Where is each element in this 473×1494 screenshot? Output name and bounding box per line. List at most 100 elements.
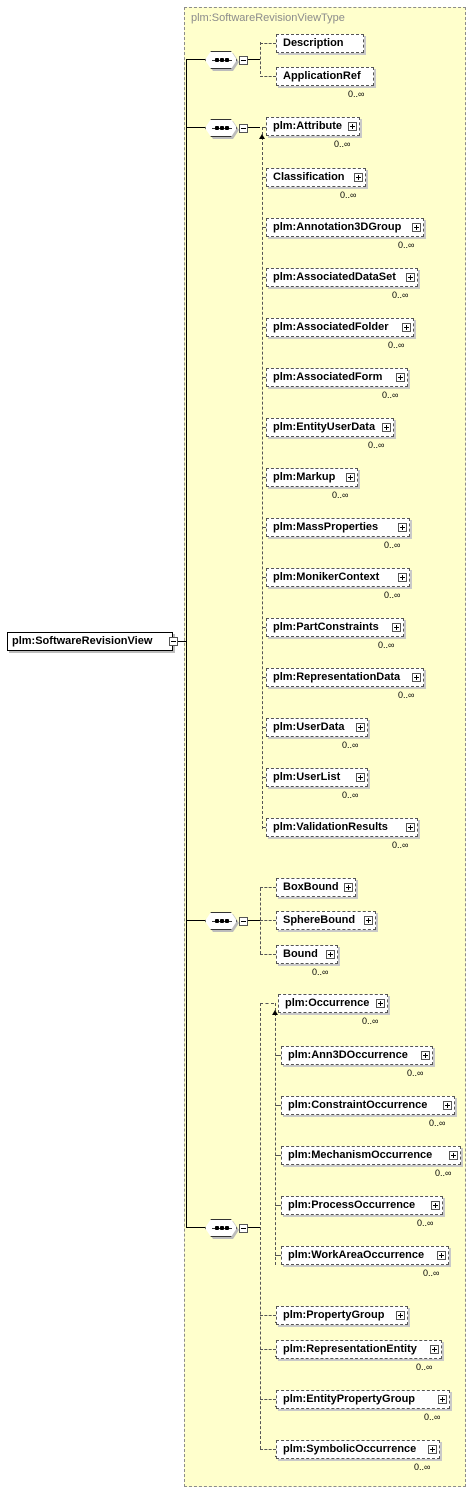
element-g3-2[interactable]: plm:MechanismOccurrence bbox=[281, 1146, 461, 1165]
element-g3-0[interactable]: plm:Ann3DOccurrence bbox=[281, 1046, 433, 1065]
expand-icon[interactable] bbox=[344, 883, 353, 892]
occurrence-label: 0..∞ bbox=[348, 89, 365, 99]
dashed-connector bbox=[260, 1003, 274, 1004]
dashed-connector bbox=[262, 527, 266, 528]
element-label: plm:EntityPropertyGroup bbox=[283, 1393, 416, 1405]
element-g1-13[interactable]: plm:ValidationResults bbox=[266, 818, 418, 837]
element-g3t-1[interactable]: plm:RepresentationEntity bbox=[276, 1340, 442, 1359]
expand-icon[interactable] bbox=[430, 1345, 439, 1354]
sequence-collapse-icon[interactable] bbox=[239, 124, 248, 133]
element-g3t-0[interactable]: plm:PropertyGroup bbox=[276, 1306, 408, 1325]
expand-icon[interactable] bbox=[412, 223, 421, 232]
sequence-collapse-icon[interactable] bbox=[239, 56, 248, 65]
element-g1-8[interactable]: plm:MonikerContext bbox=[266, 568, 410, 587]
expand-icon[interactable] bbox=[412, 673, 421, 682]
sequence-compositor-icon-g2[interactable] bbox=[205, 912, 237, 930]
occurrence-label: 0..∞ bbox=[342, 740, 359, 750]
element-g3-head[interactable]: plm:Occurrence bbox=[278, 994, 388, 1013]
element-g3t-2[interactable]: plm:EntityPropertyGroup bbox=[276, 1390, 450, 1409]
element-g1-6[interactable]: plm:Markup bbox=[266, 468, 358, 487]
element-g3t-3[interactable]: plm:SymbolicOccurrence bbox=[276, 1440, 440, 1459]
element-g1-4[interactable]: plm:AssociatedForm bbox=[266, 368, 408, 387]
expand-icon[interactable] bbox=[392, 623, 401, 632]
dashed-connector bbox=[262, 727, 266, 728]
expand-icon[interactable] bbox=[396, 1311, 405, 1320]
expand-icon[interactable] bbox=[428, 1445, 437, 1454]
occurrence-label: 0..∞ bbox=[435, 1168, 452, 1178]
element-g1-2[interactable]: plm:AssociatedDataSet bbox=[266, 268, 418, 287]
expand-icon[interactable] bbox=[449, 1151, 458, 1160]
element-g1-5[interactable]: plm:EntityUserData bbox=[266, 418, 394, 437]
sequence-compositor-icon-g0[interactable] bbox=[205, 51, 237, 69]
expand-icon[interactable] bbox=[398, 573, 407, 582]
element-label: plm:Markup bbox=[273, 471, 336, 483]
occurrence-label: 0..∞ bbox=[424, 1412, 441, 1422]
occurrence-label: 0..∞ bbox=[429, 1118, 446, 1128]
element-g1-9[interactable]: plm:PartConstraints bbox=[266, 618, 404, 637]
occurrence-label: 0..∞ bbox=[334, 139, 351, 149]
element-g0-0[interactable]: Description bbox=[276, 34, 364, 53]
element-g1-1[interactable]: plm:Annotation3DGroup bbox=[266, 218, 424, 237]
dashed-connector bbox=[262, 777, 266, 778]
element-g2-0[interactable]: BoxBound bbox=[276, 878, 356, 897]
expand-icon[interactable] bbox=[346, 473, 355, 482]
element-label: plm:SymbolicOccurrence bbox=[283, 1443, 417, 1455]
expand-icon[interactable] bbox=[364, 916, 373, 925]
element-label: Description bbox=[283, 37, 344, 49]
element-g1-0[interactable]: Classification bbox=[266, 168, 366, 187]
expand-icon[interactable] bbox=[431, 1201, 440, 1210]
occurrence-label: 0..∞ bbox=[378, 640, 395, 650]
element-g1-7[interactable]: plm:MassProperties bbox=[266, 518, 410, 537]
occurrence-label: 0..∞ bbox=[362, 1016, 379, 1026]
element-g1-10[interactable]: plm:RepresentationData bbox=[266, 668, 424, 687]
element-g3-3[interactable]: plm:ProcessOccurrence bbox=[281, 1196, 443, 1215]
expand-icon[interactable] bbox=[437, 1251, 446, 1260]
expand-icon[interactable] bbox=[396, 373, 405, 382]
expand-icon[interactable] bbox=[438, 1395, 447, 1404]
expand-icon[interactable] bbox=[421, 1051, 430, 1060]
connector-line bbox=[248, 1227, 260, 1228]
dashed-connector bbox=[260, 1349, 276, 1350]
element-g2-2[interactable]: Bound bbox=[276, 945, 338, 964]
element-label: plm:MonikerContext bbox=[273, 571, 380, 583]
expand-icon[interactable] bbox=[326, 950, 335, 959]
expand-icon[interactable] bbox=[406, 273, 415, 282]
expand-icon[interactable] bbox=[398, 523, 407, 532]
expand-icon[interactable] bbox=[356, 773, 365, 782]
root-element[interactable]: plm:SoftwareRevisionView bbox=[7, 632, 173, 651]
expand-icon[interactable] bbox=[348, 122, 357, 131]
element-g1-3[interactable]: plm:AssociatedFolder bbox=[266, 318, 414, 337]
element-g3-4[interactable]: plm:WorkAreaOccurrence bbox=[281, 1246, 449, 1265]
element-label: SphereBound bbox=[283, 914, 356, 926]
expand-icon[interactable] bbox=[376, 999, 385, 1008]
occurrence-label: 0..∞ bbox=[382, 390, 399, 400]
expand-icon[interactable] bbox=[382, 423, 391, 432]
root-collapse-icon[interactable] bbox=[169, 637, 178, 646]
expand-icon[interactable] bbox=[406, 823, 415, 832]
element-g1-11[interactable]: plm:UserData bbox=[266, 718, 368, 737]
element-label: plm:Ann3DOccurrence bbox=[288, 1049, 408, 1061]
dashed-connector bbox=[275, 1055, 281, 1056]
occurrence-label: 0..∞ bbox=[340, 190, 357, 200]
element-label: plm:EntityUserData bbox=[273, 421, 376, 433]
substitution-arrow-icon bbox=[272, 1010, 278, 1015]
expand-icon[interactable] bbox=[356, 723, 365, 732]
element-g0-1[interactable]: ApplicationRef bbox=[276, 67, 374, 86]
sequence-collapse-icon[interactable] bbox=[239, 1224, 248, 1233]
sequence-compositor-icon-g1[interactable] bbox=[205, 119, 237, 137]
element-g1-12[interactable]: plm:UserList bbox=[266, 768, 368, 787]
sequence-collapse-icon[interactable] bbox=[239, 917, 248, 926]
dashed-connector bbox=[260, 1449, 276, 1450]
occurrence-label: 0..∞ bbox=[392, 290, 409, 300]
expand-icon[interactable] bbox=[402, 323, 411, 332]
element-g1-head[interactable]: plm:Attribute bbox=[266, 117, 360, 136]
root-element-label: plm:SoftwareRevisionView bbox=[12, 635, 153, 647]
element-g3-1[interactable]: plm:ConstraintOccurrence bbox=[281, 1096, 455, 1115]
element-g2-1[interactable]: SphereBound bbox=[276, 911, 376, 930]
sequence-compositor-icon-g3[interactable] bbox=[205, 1219, 237, 1237]
occurrence-label: 0..∞ bbox=[416, 1362, 433, 1372]
occurrence-label: 0..∞ bbox=[312, 967, 329, 977]
dashed-connector bbox=[275, 1255, 281, 1256]
expand-icon[interactable] bbox=[443, 1101, 452, 1110]
expand-icon[interactable] bbox=[354, 173, 363, 182]
